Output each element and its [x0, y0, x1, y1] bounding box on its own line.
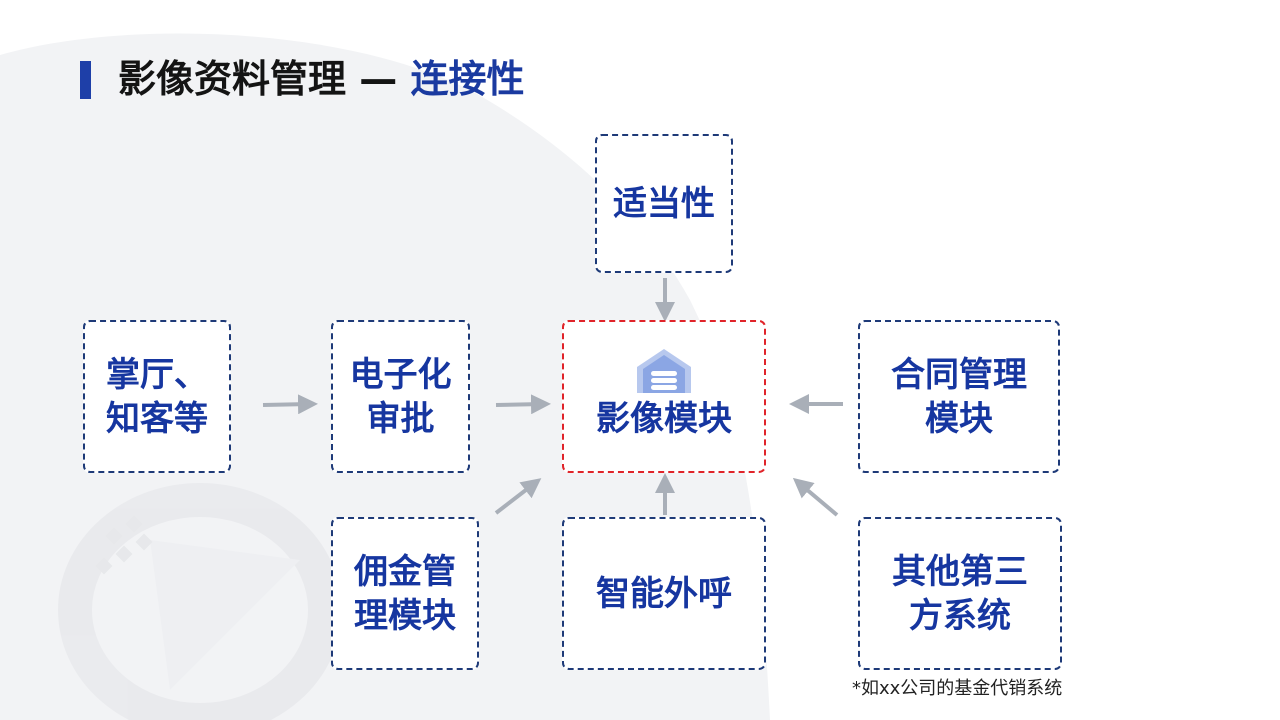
node-image-module: 影像模块 [562, 320, 766, 473]
background-logo-mark [58, 483, 342, 720]
node-e-approval: 电子化 审批 [331, 320, 470, 473]
title-accent-bar [80, 61, 91, 99]
house-icon [637, 348, 691, 393]
node-smart-outbound: 智能外呼 [562, 517, 766, 670]
title-dash: — [359, 57, 398, 101]
node-suitability: 适当性 [595, 134, 733, 273]
node-line: 方系统 [909, 595, 1011, 636]
node-line: 理模块 [354, 595, 456, 636]
node-line: 合同管理 [891, 354, 1027, 395]
node-line: 电子化 [349, 354, 452, 395]
node-commission-mgmt: 佣金管 理模块 [331, 517, 479, 670]
node-label: 佣金管 理模块 [354, 550, 456, 638]
title-subtitle: 连接性 [410, 57, 525, 101]
node-line: 模块 [925, 398, 993, 439]
node-third-party: 其他第三 方系统 [858, 517, 1062, 670]
node-label: 影像模块 [596, 397, 732, 441]
node-line: 其他第三 [892, 551, 1028, 592]
node-label: 掌厅、 知客等 [106, 353, 208, 441]
node-line: 影像模块 [596, 398, 732, 439]
node-contract-mgmt: 合同管理 模块 [858, 320, 1060, 473]
node-line: 适当性 [613, 183, 715, 224]
title-main: 影像资料管理 [118, 57, 347, 101]
node-line: 掌厅、 [106, 354, 208, 395]
node-label: 智能外呼 [596, 572, 732, 616]
node-line: 智能外呼 [596, 573, 732, 614]
node-front-channels: 掌厅、 知客等 [83, 320, 231, 473]
node-label: 适当性 [613, 182, 715, 226]
node-line: 佣金管 [354, 551, 456, 592]
node-label: 其他第三 方系统 [892, 550, 1028, 638]
node-label: 合同管理 模块 [891, 353, 1027, 441]
node-label: 电子化 审批 [350, 353, 452, 441]
slide-title: 影像资料管理 — 连接性 [118, 54, 525, 104]
node-line: 知客等 [106, 398, 208, 439]
footnote: *如xx公司的基金代销系统 [852, 678, 1063, 699]
node-line: 审批 [366, 398, 435, 439]
